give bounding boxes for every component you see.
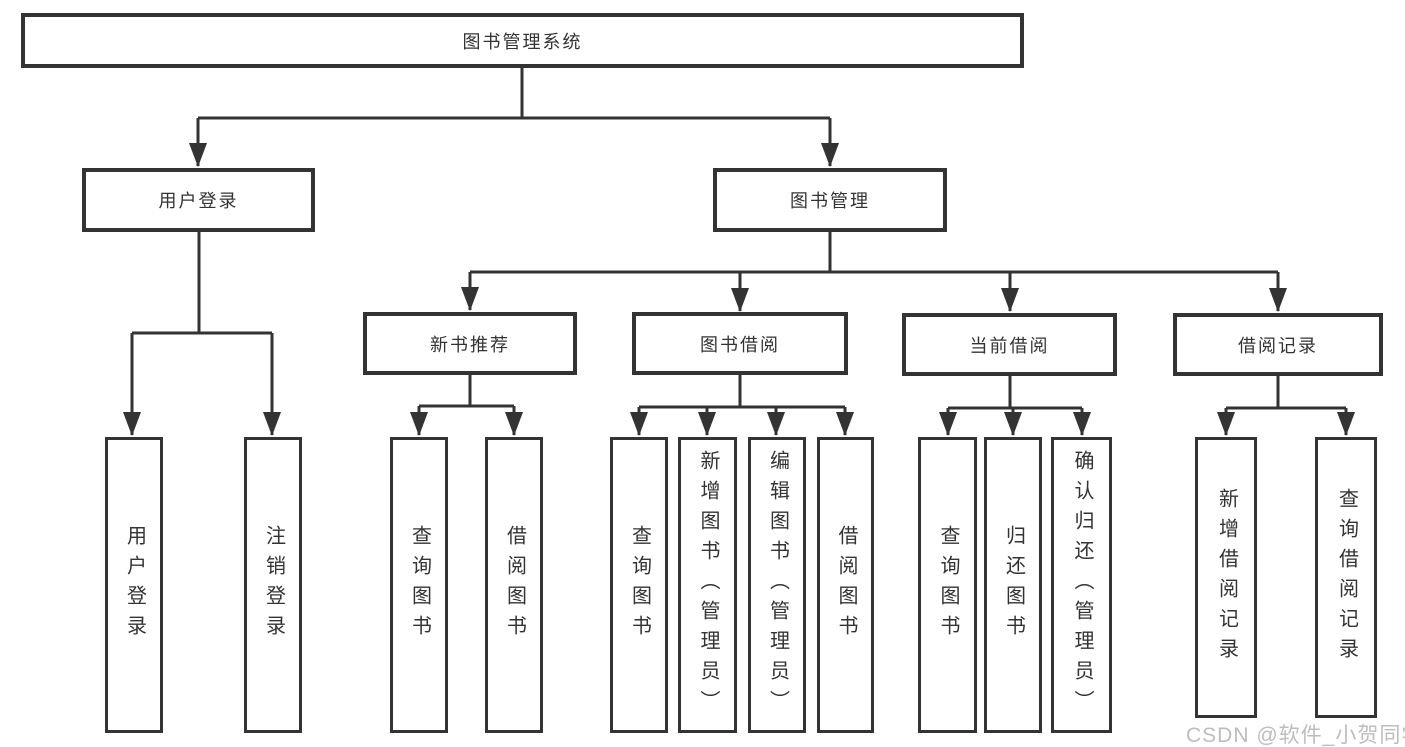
leaf-borrow-books-recommend-label: 借阅图书 — [503, 525, 526, 645]
leaf-borrow-books-label: 借阅图书 — [835, 525, 857, 645]
node-root: 图书管理系统 — [21, 13, 1024, 68]
leaf-query-books-borrowing-label: 查询图书 — [628, 525, 651, 645]
leaf-user-login: 用户登录 — [105, 437, 163, 733]
node-book-borrowing-label: 图书借阅 — [700, 334, 780, 355]
leaf-borrow-books-recommend: 借阅图书 — [485, 437, 543, 733]
leaf-query-books-borrowing: 查询图书 — [610, 437, 668, 733]
node-root-label: 图书管理系统 — [462, 31, 583, 52]
node-borrow-records-label: 借阅记录 — [1238, 335, 1318, 356]
leaf-user-login-label: 用户登录 — [123, 525, 146, 645]
leaf-query-borrow-record: 查询借阅记录 — [1315, 437, 1377, 718]
leaf-add-borrow-record: 新增借阅记录 — [1195, 437, 1257, 718]
node-current-borrowing-label: 当前借阅 — [969, 335, 1050, 356]
node-new-book-recommend-label: 新书推荐 — [430, 334, 510, 355]
leaf-add-borrow-record-label: 新增借阅记录 — [1215, 487, 1238, 668]
leaf-query-books-recommend: 查询图书 — [390, 437, 448, 733]
leaf-query-books-recommend-label: 查询图书 — [408, 525, 431, 645]
leaf-add-books-admin-label: 新增图书（管理员） — [697, 450, 719, 720]
leaf-return-books: 归还图书 — [984, 437, 1042, 733]
leaf-logout-login: 注销登录 — [244, 437, 302, 733]
leaf-confirm-return-admin: 确认归还（管理员） — [1051, 437, 1112, 733]
leaf-edit-books-admin: 编辑图书（管理员） — [748, 437, 806, 733]
node-user-login-label: 用户登录 — [158, 191, 239, 211]
node-book-borrowing: 图书借阅 — [632, 312, 848, 375]
node-book-management: 图书管理 — [713, 168, 947, 232]
leaf-logout-login-label: 注销登录 — [262, 525, 285, 645]
node-current-borrowing: 当前借阅 — [902, 313, 1117, 376]
leaf-confirm-return-admin-label: 确认归还（管理员） — [1071, 450, 1093, 720]
node-user-login: 用户登录 — [82, 168, 315, 232]
leaf-return-books-label: 归还图书 — [1002, 525, 1025, 645]
leaf-borrow-books: 借阅图书 — [817, 437, 874, 733]
leaf-query-books-current: 查询图书 — [918, 437, 977, 733]
leaf-query-books-current-label: 查询图书 — [937, 525, 959, 645]
connector-lines — [132, 68, 1346, 410]
connector-arrows — [123, 118, 1355, 436]
leaf-add-books-admin: 新增图书（管理员） — [678, 437, 737, 733]
leaf-edit-books-admin-label: 编辑图书（管理员） — [766, 450, 789, 720]
node-new-book-recommend: 新书推荐 — [363, 312, 577, 375]
node-borrow-records: 借阅记录 — [1173, 313, 1383, 376]
leaf-query-borrow-record-label: 查询借阅记录 — [1335, 487, 1358, 668]
node-book-management-label: 图书管理 — [790, 191, 870, 211]
csdn-watermark: CSDN @软件_小贺同学 — [1186, 724, 1405, 747]
